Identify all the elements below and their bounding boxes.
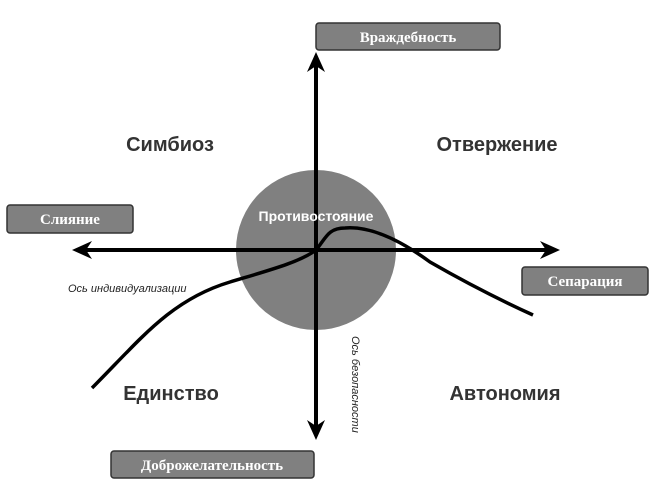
- label-hostility: Враждебность: [360, 30, 457, 46]
- development-curve: [90, 226, 534, 390]
- arrow-left-icon: [72, 241, 92, 259]
- axis-label-vertical: Ось безопасности: [349, 336, 361, 433]
- quadrant-autonomy: Автономия: [449, 383, 560, 405]
- label-box-top: [315, 22, 501, 51]
- quadrant-symbiosis: Симбиоз: [126, 134, 214, 156]
- label-benevolence: Доброжелательность: [141, 458, 283, 474]
- label-box-right: [521, 266, 649, 296]
- label-fusion: Слияние: [40, 212, 100, 228]
- label-box-left: [6, 204, 134, 234]
- center-label: Противостояние: [259, 208, 374, 224]
- arrow-right-icon: [540, 241, 560, 259]
- arrow-up-icon: [307, 52, 325, 72]
- label-box-bottom: [110, 450, 315, 479]
- quadrant-rejection: Отвержение: [437, 134, 558, 156]
- axis-label-horizontal: Ось индивидуализации: [68, 283, 187, 295]
- quadrant-unity: Единство: [123, 383, 219, 405]
- arrow-down-icon: [307, 420, 325, 440]
- label-separation: Сепарация: [547, 274, 622, 290]
